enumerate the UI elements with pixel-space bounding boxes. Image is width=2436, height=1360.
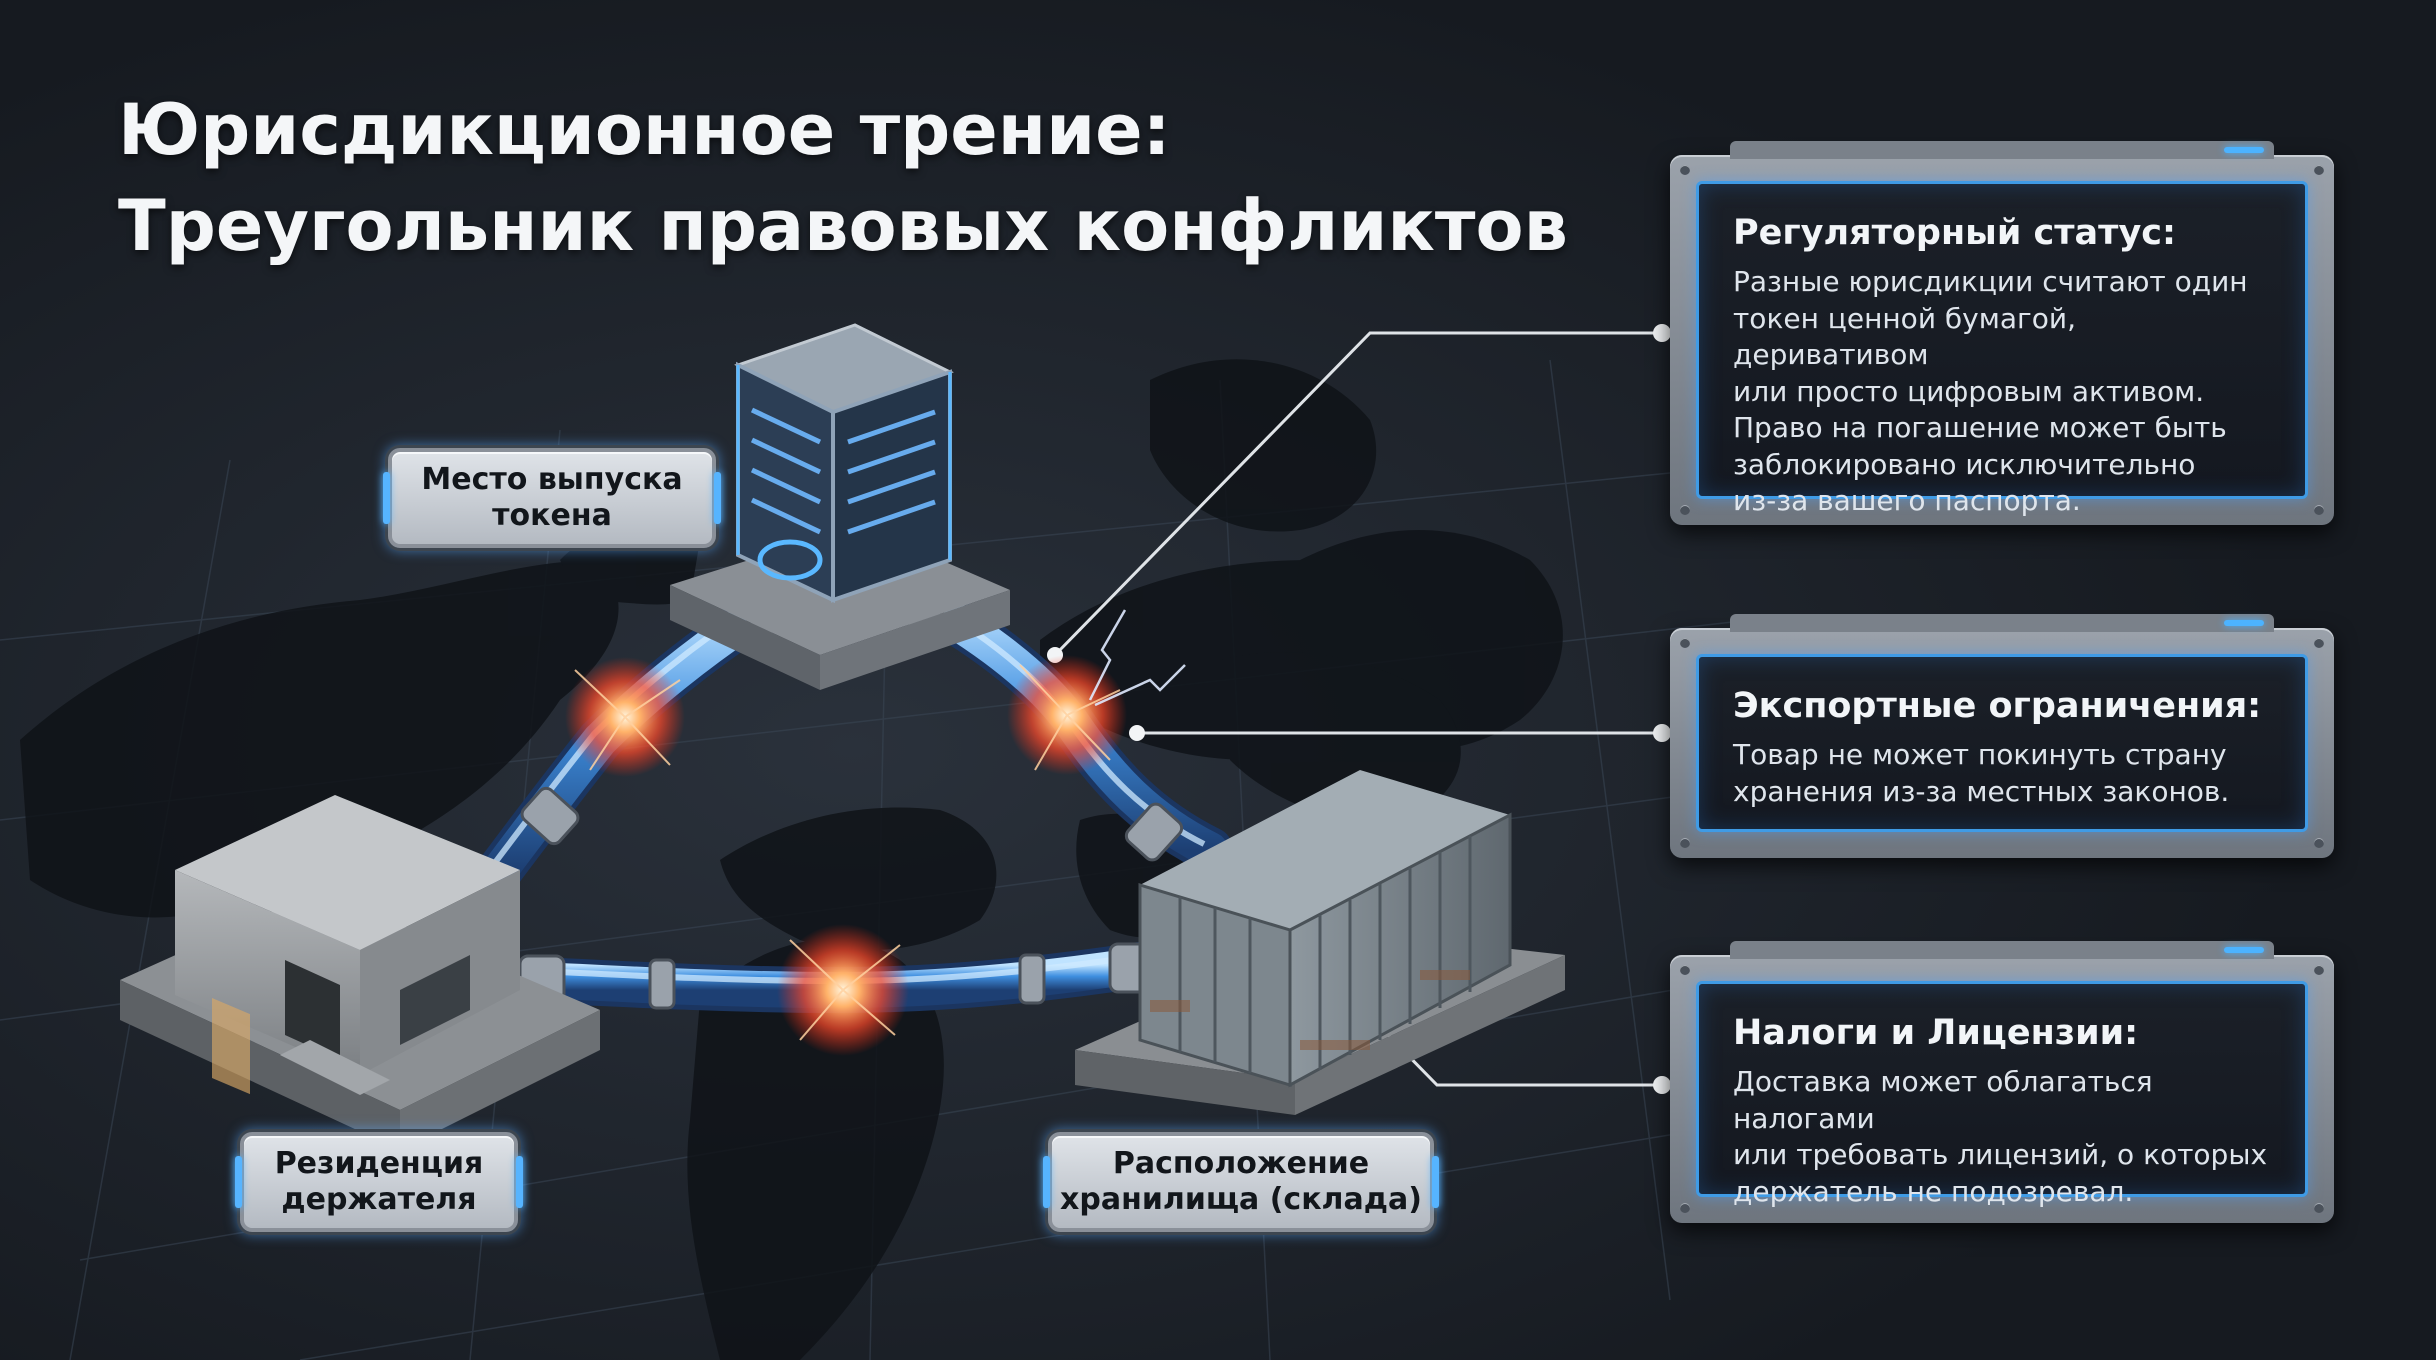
panel-tab	[1730, 941, 2274, 959]
panel-taxes: Налоги и Лицензии: Доставка может облага…	[1670, 941, 2334, 1223]
screw	[2314, 1203, 2324, 1213]
screw	[2314, 505, 2324, 515]
panel-regulatory-screen: Регуляторный статус: Разные юрисдикции с…	[1696, 181, 2308, 517]
screw	[1680, 638, 1690, 648]
panel-export: Экспортные ограничения: Товар не может п…	[1670, 614, 2334, 858]
panel-regulatory-body: Разные юрисдикции считают один токен цен…	[1733, 265, 2248, 517]
label-holder-line-1: Резиденция	[274, 1146, 484, 1181]
panel-export-body: Товар не может покинуть страну хранения …	[1733, 738, 2230, 808]
panel-tab	[1730, 614, 2274, 632]
screw	[2314, 965, 2324, 975]
panel-regulatory-title: Регуляторный статус:	[1733, 213, 2177, 253]
title-line-1: Юрисдикционное трение:	[118, 89, 1171, 171]
house-icon	[120, 795, 600, 1150]
panel-taxes-title: Налоги и Лицензии:	[1733, 1013, 2139, 1053]
label-storage-line-2: хранилища (склада)	[1060, 1182, 1422, 1217]
shipping-container-icon	[1075, 770, 1565, 1115]
label-issuance-line-2: токена	[492, 498, 612, 533]
server-tower-icon	[670, 323, 1010, 690]
screw	[2314, 638, 2324, 648]
label-holder: Резиденция держателя	[235, 1132, 523, 1232]
panel-led	[2224, 947, 2264, 953]
screw	[1680, 965, 1690, 975]
title-line-2: Треугольник правовых конфликтов	[118, 185, 1568, 267]
panel-export-title: Экспортные ограничения:	[1733, 686, 2262, 726]
screw	[1680, 1203, 1690, 1213]
callout-dot-export-start	[1129, 725, 1145, 741]
page-title: Юрисдикционное трение: Треугольник право…	[118, 82, 1568, 274]
panel-tab	[1730, 141, 2274, 159]
world-map	[20, 359, 1563, 1360]
panel-regulatory: Регуляторный статус: Разные юрисдикции с…	[1670, 141, 2334, 525]
screw	[1680, 505, 1690, 515]
callout-dot-taxes-end	[1653, 1076, 1671, 1094]
panel-taxes-body: Доставка может облагаться налогами или т…	[1733, 1065, 2268, 1208]
callout-dot-export-end	[1653, 724, 1671, 742]
callout-dot-regulatory-end	[1653, 324, 1671, 342]
panel-led	[2224, 147, 2264, 153]
label-storage: Расположение хранилища (склада)	[1043, 1132, 1439, 1232]
label-holder-line-2: держателя	[281, 1182, 477, 1217]
panel-export-screen: Экспортные ограничения: Товар не может п…	[1696, 654, 2308, 832]
screw	[2314, 165, 2324, 175]
screw	[1680, 165, 1690, 175]
label-issuance: Место выпуска токена	[383, 448, 721, 548]
label-issuance-line-1: Место выпуска	[421, 462, 683, 497]
callout-line-regulatory	[1053, 331, 1662, 657]
screw	[1680, 838, 1690, 848]
screw	[2314, 838, 2324, 848]
label-storage-line-1: Расположение	[1112, 1146, 1370, 1181]
panel-led	[2224, 620, 2264, 626]
conflict-sparks	[565, 609, 1186, 1056]
panel-taxes-screen: Налоги и Лицензии: Доставка может облага…	[1696, 981, 2308, 1208]
